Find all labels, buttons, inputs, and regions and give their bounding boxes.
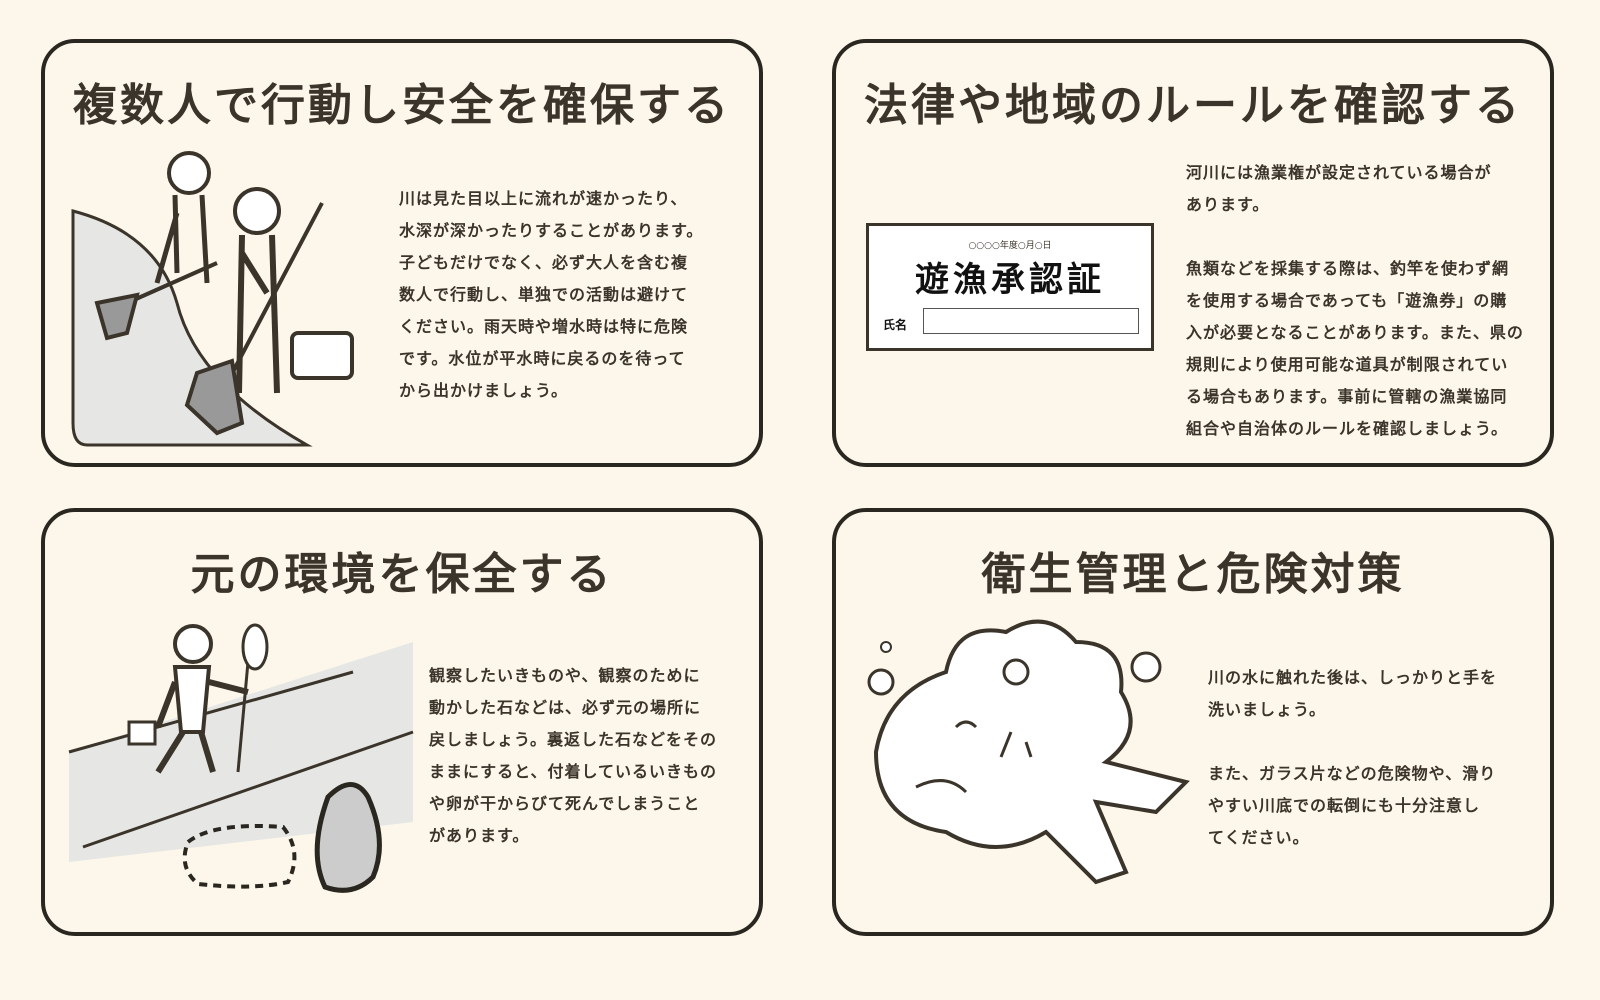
card-rules: 法律や地域のルールを確認する ○○○○年度○月○日 遊漁承認証 氏名 河川には漁…	[832, 39, 1554, 467]
permit-title: 遊漁承認証	[915, 260, 1105, 300]
person-and-stone-illustration	[68, 623, 414, 893]
card-title: 法律や地域のルールを確認する	[864, 80, 1522, 131]
card-title: 元の環境を保全する	[190, 549, 614, 600]
permit-name-field	[923, 308, 1139, 334]
card-environment: 元の環境を保全する 観察したいきものや、観察のために 動かした石などは、必ず元の…	[41, 508, 763, 936]
permit-date: ○○○○年度○月○日	[968, 241, 1052, 251]
card-hygiene: 衛生管理と危険対策 川の水に触れた後は、しっかりと手を 洗いましょう。 また、ガ…	[832, 508, 1554, 936]
people-with-nets-illustration	[71, 151, 354, 447]
card-title: 複数人で行動し安全を確保する	[73, 80, 731, 131]
card-title: 衛生管理と危険対策	[981, 549, 1405, 600]
card-body-text: 川の水に触れた後は、しっかりと手を 洗いましょう。 また、ガラス片などの危険物や…	[1208, 668, 1498, 847]
card-group-safety: 複数人で行動し安全を確保する 川は見た目以上に流れが速かったり、 水深が深かった…	[41, 39, 763, 467]
hand-washing-illustration	[867, 619, 1190, 885]
card-body-text: 観察したいきものや、観察のために 動かした石などは、必ず元の場所に 戻しましょう…	[429, 666, 718, 845]
fishing-permit-illustration: ○○○○年度○月○日 遊漁承認証 氏名	[866, 223, 1154, 351]
card-body-text: 川は見た目以上に流れが速かったり、 水深が深かったりすることがあります。 子ども…	[399, 189, 704, 400]
permit-name-label: 氏名	[883, 318, 908, 332]
card-body-text: 河川には漁業権が設定されている場合が あります。 魚類などを採集する際は、釣竿を…	[1186, 163, 1524, 438]
